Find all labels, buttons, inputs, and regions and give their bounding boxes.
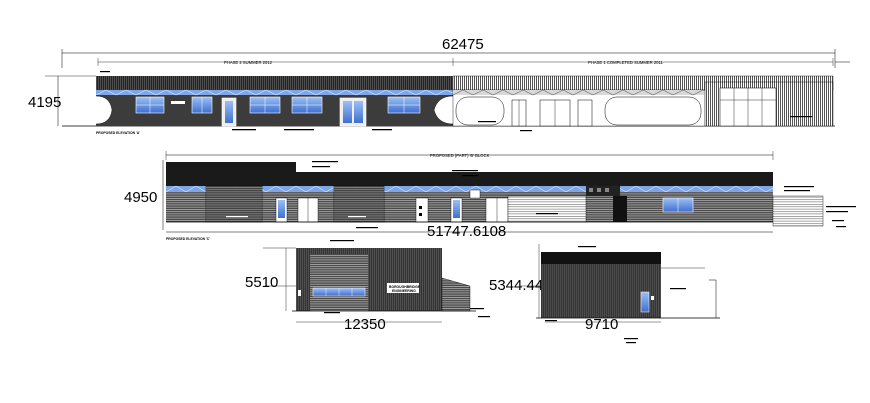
elevation-e-building: [541, 252, 717, 318]
width-dimension-d: 12350: [344, 316, 386, 333]
sign-line-2: ENGINEERING: [392, 289, 416, 293]
height-dimension-d: 5510: [245, 274, 278, 291]
annotation-marks-e: [545, 246, 686, 344]
block-label: PROPOSED (PART) 'B' BLOCK: [430, 153, 490, 158]
height-dimension-line: [45, 75, 96, 126]
sign-line-1: BOROUGHBRIDGE: [389, 285, 421, 289]
phase-2-building: [95, 76, 454, 127]
elevation-d: 5510 BOROUGHBRIDGE ENGINEERING 12350: [245, 240, 490, 333]
overall-width-dimension: 62475: [442, 36, 484, 53]
annotation-marks-d: [324, 240, 490, 318]
width-dimension-e: 9710: [585, 316, 618, 333]
width-dimension-c: 51747.6108: [427, 223, 506, 240]
phase-2-label: PHASE 2 SUMMER 2012: [224, 60, 273, 65]
phase-dimension-line: [97, 58, 834, 66]
overall-dimension-line: [61, 49, 850, 68]
block-b-building: [165, 162, 824, 227]
elevation-e: 5344.4444 9710: [489, 244, 720, 344]
elevation-c: PROPOSED (PART) 'B' BLOCK 4950: [124, 151, 856, 241]
height-dimension-c: 4950: [124, 189, 157, 206]
elevation-a-caption: PROPOSED ELEVATION 'A': [96, 131, 140, 135]
height-dimension-a: 4195: [28, 94, 61, 111]
phase-1-building: [452, 75, 834, 127]
block-dimension-line: [165, 151, 774, 160]
elevation-c-caption: PROPOSED ELEVATION 'C': [166, 237, 210, 241]
elevation-a: 62475 PHASE 2 SUMMER 2012 PHASE 1 COMPLE…: [28, 36, 850, 135]
elevation-d-building: [296, 248, 471, 312]
phase-1-label: PHASE 1 COMPLETED SUMMER 2011: [588, 60, 664, 65]
annotation-marks-a: [100, 71, 812, 132]
annotation-marks-c: [312, 161, 856, 229]
